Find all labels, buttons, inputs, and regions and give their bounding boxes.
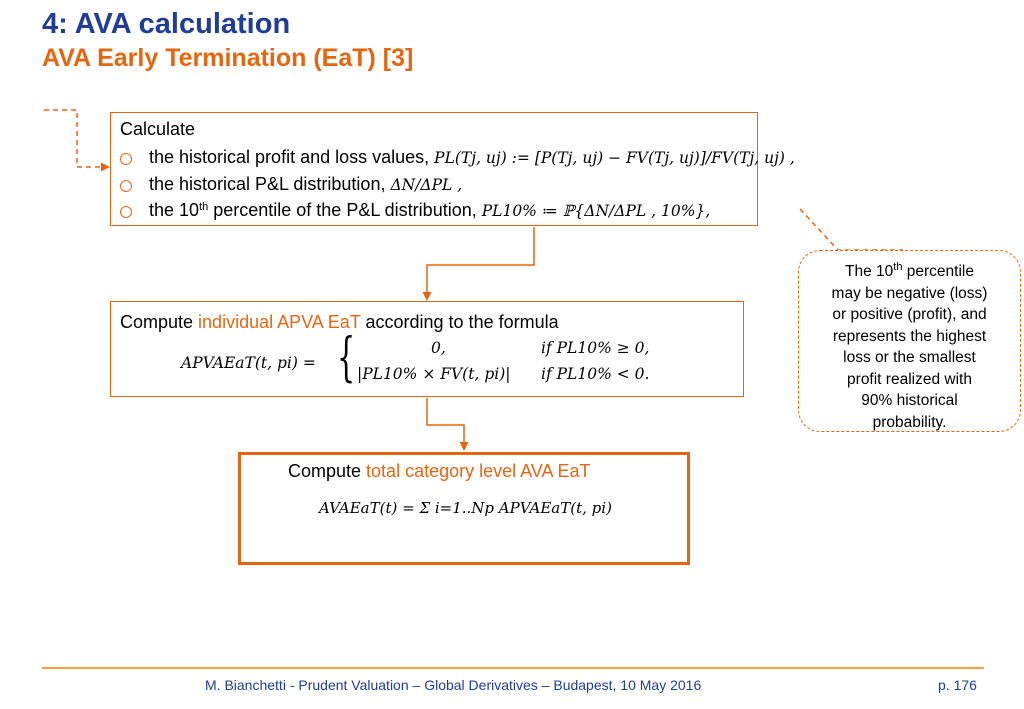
bullet-circle-icon (120, 206, 132, 218)
item2-text: the historical P&L distribution, (149, 174, 391, 194)
bullet-circle-icon (120, 180, 132, 192)
step3-text-pre: Compute (288, 461, 367, 481)
slide-title: 4: AVA calculation (42, 8, 291, 40)
arrow-step2-step3 (426, 398, 465, 443)
step1-item-2: the historical P&L distribution, ΔN/ΔPL … (149, 174, 462, 195)
item3-text-post: percentile of the P&L distribution, (208, 200, 482, 220)
case1-value: 0, (431, 339, 446, 357)
page-number: p. 176 (938, 677, 977, 693)
ava-sum-formula: AVAEaT(t) = Σ i=1..Np APVAEaT(t, pi) (319, 499, 612, 517)
case2-condition: if PL10% < 0. (541, 365, 650, 383)
callout-line: probability. (872, 413, 947, 431)
callout-line1-sup: th (893, 261, 903, 273)
callout-line: profit realized with (847, 370, 972, 388)
arrow-step1-step2 (426, 227, 535, 292)
callout-line: 90% historical (861, 392, 958, 409)
callout-line1-post: percentile (902, 263, 974, 280)
apva-formula-lhs: APVAEaT(t, pi) = (181, 354, 316, 372)
item2-formula: ΔN/ΔPL , (390, 176, 463, 194)
item3-text-pre: the 10 (149, 200, 200, 220)
callout-pointer (799, 208, 903, 251)
footer-citation: M. Bianchetti - Prudent Valuation – Glob… (205, 677, 702, 693)
step1-item-3: the 10th percentile of the P&L distribut… (149, 200, 710, 221)
step1-heading: Calculate (120, 119, 196, 139)
item3-sup: th (199, 201, 209, 213)
arrowhead-step3 (459, 442, 469, 451)
entry-arrowhead (101, 162, 110, 172)
percentile-note-callout: The 10th percentile may be negative (los… (798, 250, 1021, 432)
step2-heading: Compute individual APVA EaT according to… (120, 312, 559, 333)
entry-dashed-arrow (44, 109, 103, 168)
callout-line1-pre: The 10 (845, 263, 894, 280)
case1-condition: if PL10% ≥ 0, (541, 339, 650, 357)
step-total-ava-box: Compute total category level AVA EaT AVA… (238, 452, 690, 565)
item1-formula: PL(Tj, uj) := [P(Tj, uj) − FV(Tj, uj)]/F… (434, 149, 795, 167)
step2-text-pre: Compute (120, 312, 199, 332)
step-calculate-box: Calculate the historical profit and loss… (110, 112, 795, 226)
callout-line: loss or the smallest (843, 349, 976, 366)
step1-item-1: the historical profit and loss values, P… (149, 147, 795, 168)
step2-highlight: individual APVA EaT (198, 312, 361, 332)
callout-line: represents the highest (832, 327, 987, 345)
step3-highlight: total category level AVA EaT (366, 461, 591, 481)
callout-line-1: The 10th percentile (799, 257, 1020, 283)
callout-line: may be negative (loss) (831, 284, 988, 302)
brace-icon: { (337, 328, 356, 388)
step-individual-apva-box: Compute individual APVA EaT according to… (110, 301, 744, 397)
item1-text: the historical profit and loss values, (149, 147, 435, 167)
footer-rule (42, 667, 984, 669)
item3-formula: PL10% ≔ ℙ{ΔN/ΔPL , 10%}, (481, 202, 711, 220)
slide-subtitle: AVA Early Termination (EaT) [3] (42, 44, 414, 72)
step2-text-post: according to the formula (360, 312, 559, 332)
step3-heading: Compute total category level AVA EaT (288, 461, 591, 482)
callout-line: or positive (profit), and (832, 306, 987, 323)
arrowhead-step2 (422, 292, 432, 301)
bullet-circle-icon (120, 153, 132, 165)
case2-value: |PL10% × FV(t, pi)| (357, 365, 511, 383)
